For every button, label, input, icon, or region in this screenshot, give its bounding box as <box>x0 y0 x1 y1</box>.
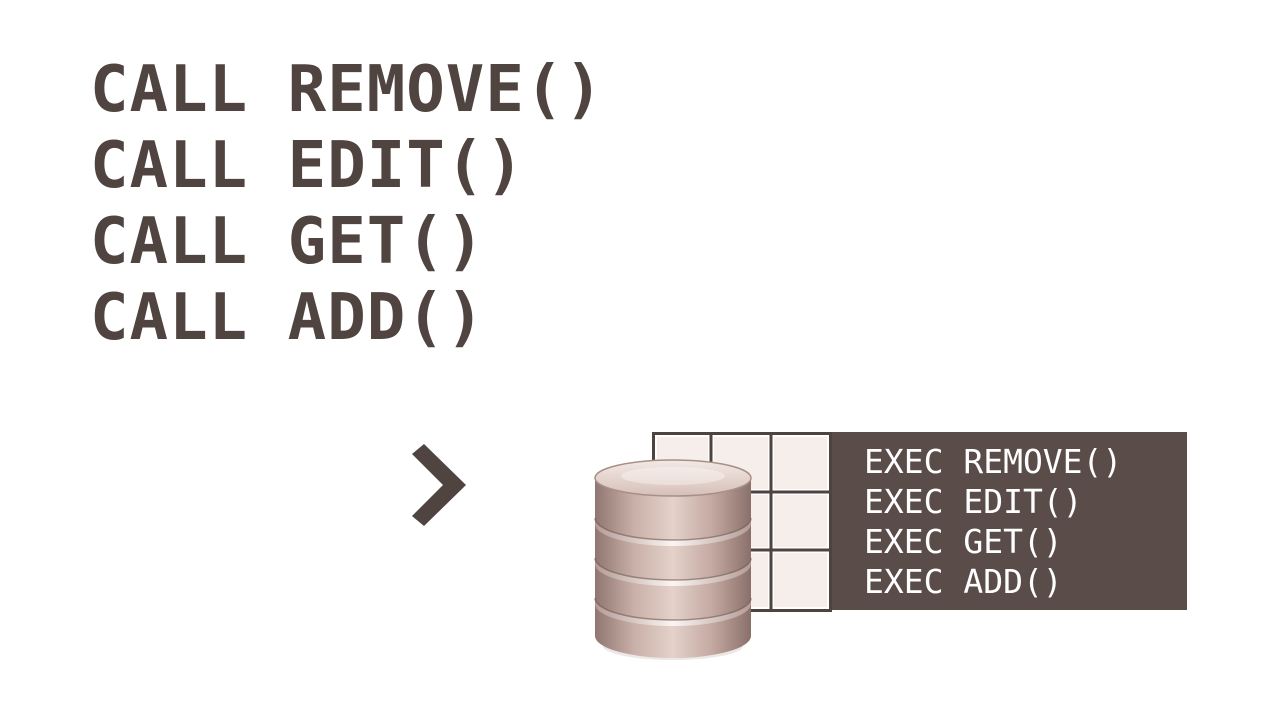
call-line: CALL GET() <box>90 205 486 279</box>
exec-list: EXEC REMOVE() EXEC EDIT() EXEC GET() EXE… <box>864 442 1187 602</box>
call-line: CALL REMOVE() <box>90 53 604 127</box>
exec-line: EXEC EDIT() <box>864 482 1083 521</box>
chevron-shape <box>412 444 466 526</box>
exec-line: EXEC REMOVE() <box>864 442 1123 481</box>
db-band <box>595 598 751 626</box>
db-groove <box>594 557 752 581</box>
db-band <box>595 558 751 586</box>
exec-line: EXEC ADD() <box>864 562 1063 601</box>
db-body <box>595 478 751 658</box>
db-top-highlight <box>621 467 725 485</box>
exec-box: EXEC REMOVE() EXEC EDIT() EXEC GET() EXE… <box>832 432 1187 610</box>
database-graphic: EXEC REMOVE() EXEC EDIT() EXEC GET() EXE… <box>590 432 1190 664</box>
call-list: CALL REMOVE() CALL EDIT() CALL GET() CAL… <box>90 52 604 356</box>
db-groove <box>594 597 752 621</box>
chevron-right-icon <box>412 444 466 526</box>
db-top <box>594 459 752 497</box>
call-line: CALL ADD() <box>90 281 486 355</box>
exec-line: EXEC GET() <box>864 522 1063 561</box>
db-band <box>595 518 751 546</box>
db-groove <box>594 517 752 541</box>
call-line: CALL EDIT() <box>90 129 525 203</box>
database-icon <box>594 459 752 660</box>
